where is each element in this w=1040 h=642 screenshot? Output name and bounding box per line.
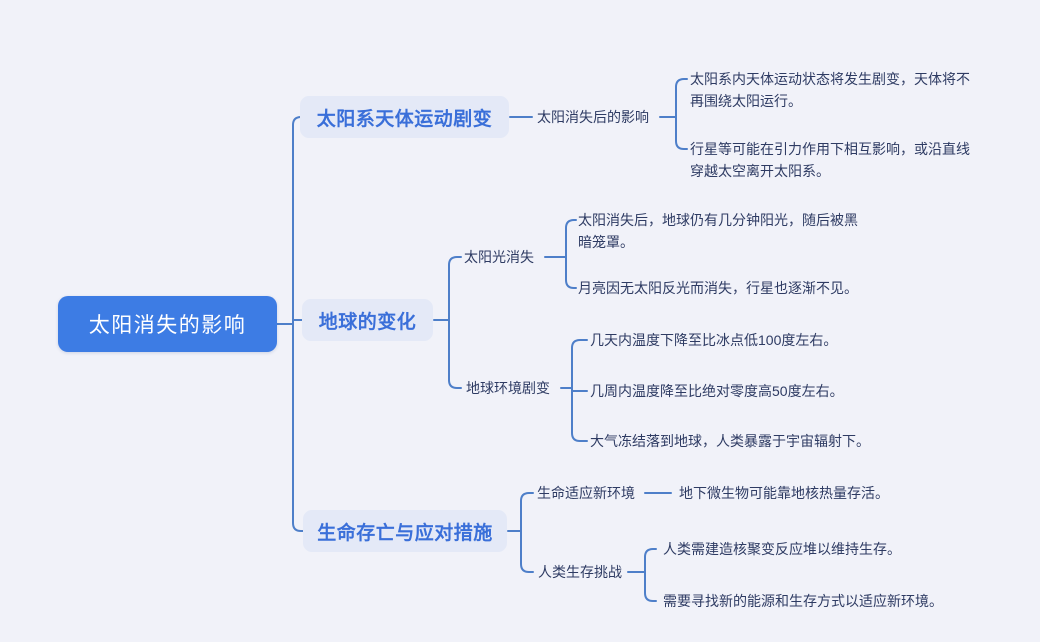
- leaf-atmosphere-freezes[interactable]: 大气冻结落到地球，人类暴露于宇宙辐射下。: [590, 433, 870, 449]
- root-topic[interactable]: 太阳消失的影响: [58, 296, 277, 352]
- leaf-temp-drop-days[interactable]: 几天内温度下降至比冰点低100度左右。: [590, 332, 838, 348]
- leaf-new-energy-lifestyle[interactable]: 需要寻找新的能源和生存方式以适应新环境。: [663, 593, 943, 609]
- leaf-moon-planets-vanish[interactable]: 月亮因无太阳反光而消失，行星也逐渐不见。: [578, 280, 858, 296]
- leaf-fusion-reactors[interactable]: 人类需建造核聚变反应堆以维持生存。: [663, 541, 901, 557]
- branch-topic-survival-measures[interactable]: 生命存亡与应对措施: [303, 510, 507, 552]
- leaf-minutes-of-light-then-dark[interactable]: 太阳消失后，地球仍有几分钟阳光，随后被黑 暗笼罩。: [578, 212, 858, 250]
- subtopic-human-survival-challenge[interactable]: 人类生存挑战: [538, 564, 622, 580]
- leaf-microbes-survive-geothermal[interactable]: 地下微生物可能靠地核热量存活。: [679, 485, 889, 501]
- branch-topic-solar-system-motion[interactable]: 太阳系天体运动剧变: [300, 96, 509, 138]
- connector-sub1-leaves: [675, 78, 688, 150]
- connector-branch2-spine: [448, 256, 462, 389]
- subtopic-sunlight-disappears[interactable]: 太阳光消失: [464, 249, 534, 265]
- leaf-planets-leave-solar-system[interactable]: 行星等可能在引力作用下相互影响，或沿直线 穿越太空离开太阳系。: [690, 141, 970, 179]
- subtopic-environment-upheaval[interactable]: 地球环境剧变: [466, 380, 550, 396]
- connector-sub32-leaves: [644, 548, 657, 602]
- subtopic-life-adapts[interactable]: 生命适应新环境: [537, 485, 635, 501]
- leaf-bodies-stop-orbiting[interactable]: 太阳系内天体运动状态将发生剧变，天体将不 再围绕太阳运行。: [690, 71, 970, 109]
- connector-branch3-spine: [520, 492, 534, 573]
- branch-topic-earth-changes[interactable]: 地球的变化: [302, 299, 433, 341]
- leaf-temp-drop-weeks[interactable]: 几周内温度降至比绝对零度高50度左右。: [590, 383, 844, 399]
- subtopic-effects-after-sun-gone[interactable]: 太阳消失后的影响: [537, 109, 649, 125]
- connector-sub21-leaves: [565, 219, 577, 289]
- connector-root-spine: [292, 116, 304, 532]
